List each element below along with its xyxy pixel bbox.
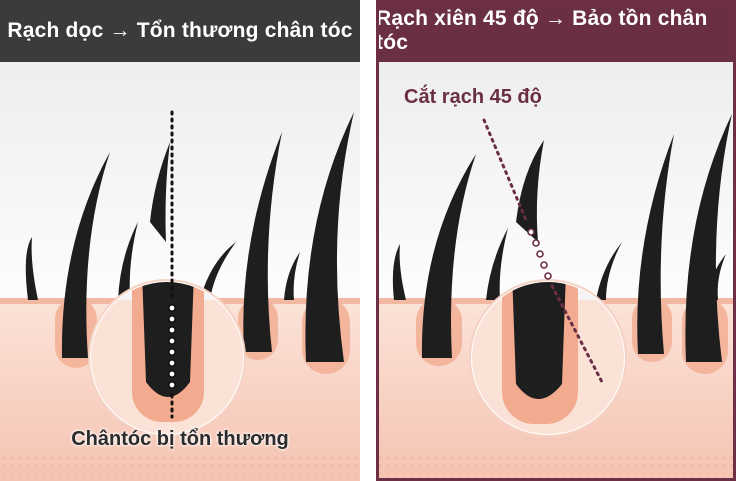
panel-title: Rạch xiên 45 độ → Bảo tồn chân tóc: [376, 0, 736, 62]
magnified-follicle: [469, 279, 627, 437]
hair-strand-center: [150, 142, 170, 242]
incision-angle-label: Cắt rạch 45 độ: [404, 86, 542, 108]
angled-incision-panel: Rạch xiên 45 độ → Bảo tồn chân tóc: [376, 0, 736, 481]
vertical-incision-panel: Rạch dọc → Tổn thương chân tóc: [0, 0, 360, 481]
vertical-incision-illustration: [0, 62, 360, 481]
panel-title: Rạch dọc → Tổn thương chân tóc: [0, 0, 360, 62]
skin-texture: [0, 456, 360, 474]
vertical-cut-line: [168, 110, 177, 419]
hair-strands: [25, 112, 354, 362]
hair-strand-center: [516, 140, 544, 242]
background: [0, 62, 360, 302]
magnified-follicle: [88, 279, 246, 437]
angled-incision-illustration: [376, 62, 736, 481]
angled-cut-line: [482, 118, 604, 384]
hair-strands: [392, 114, 732, 362]
damaged-root-caption: Chântóc bị tổn thương: [71, 428, 289, 450]
skin-texture: [376, 456, 736, 474]
